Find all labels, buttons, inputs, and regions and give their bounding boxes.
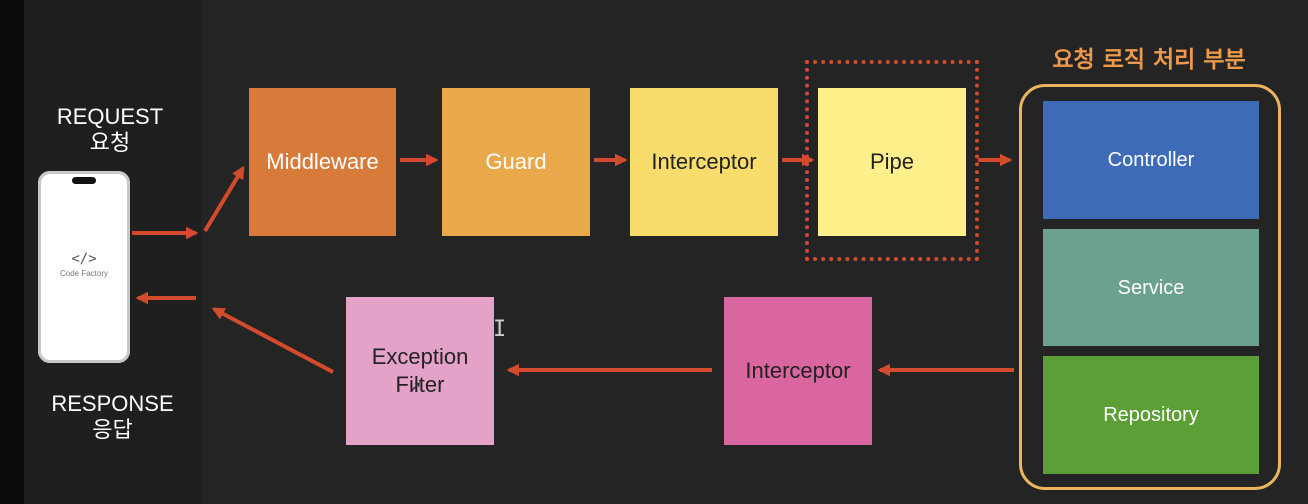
response-label-en: RESPONSE (51, 391, 174, 416)
interceptor-request-label: Interceptor (651, 149, 757, 174)
interceptor-request-box: Interceptor (630, 88, 778, 236)
request-label-ko: 요청 (89, 130, 131, 155)
pipe-label: Pipe (869, 149, 915, 174)
response-label-ko: 응답 (92, 417, 133, 442)
interceptor-response-label: Interceptor (745, 358, 851, 383)
text-cursor-icon: I (493, 317, 507, 342)
arrow-to-middleware (203, 165, 245, 233)
logic-section-frame (1019, 84, 1281, 490)
repository-label: Repository (1103, 404, 1199, 426)
pointer-cursor-icon: ➚ (410, 377, 421, 398)
middleware-box: Middleware (249, 88, 396, 236)
controller-label: Controller (1107, 149, 1195, 171)
service-label: Service (1117, 276, 1185, 299)
code-factory-logo-text: Code Factory (59, 269, 109, 278)
exception-filter-label: Exception Filter (371, 344, 469, 397)
request-label: REQUEST 요청 (40, 104, 180, 156)
guard-box: Guard (442, 88, 590, 236)
logic-section-title: 요청 로직 처리 부분 (1052, 47, 1246, 73)
arrow-exception-to-response (211, 307, 334, 374)
guard-label: Guard (485, 149, 547, 174)
controller-box: Controller (1043, 101, 1259, 219)
request-label-en: REQUEST (56, 104, 164, 129)
middleware-label: Middleware (266, 149, 379, 174)
left-edge (0, 0, 24, 504)
exception-filter-box: Exception Filter (346, 297, 494, 445)
pipe-box: Pipe (818, 88, 966, 236)
phone-notch (72, 177, 96, 184)
client-phone: </> Code Factory (38, 171, 130, 363)
response-label: RESPONSE 응답 (40, 391, 185, 443)
interceptor-response-box: Interceptor (724, 297, 872, 445)
code-factory-logo-icon: </> (71, 251, 97, 267)
repository-box: Repository (1043, 356, 1259, 474)
service-box: Service (1043, 229, 1259, 346)
